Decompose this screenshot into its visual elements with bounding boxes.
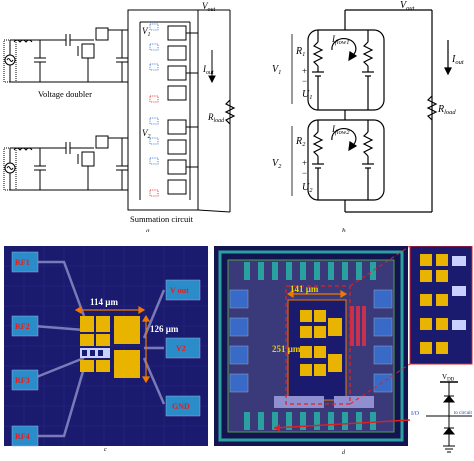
core-block-c	[80, 316, 140, 378]
panel-d-layout: 141 µm 251 µm	[214, 245, 474, 456]
u2-label: U2	[302, 182, 313, 194]
rf-pads	[11, 251, 39, 447]
panel-a-svg: Vout V1 V2 Iout Rload Voltage doubler Su…	[3, 1, 236, 235]
v2-label: V2	[142, 128, 151, 140]
summation-box	[127, 9, 199, 211]
zoom-box	[285, 285, 351, 405]
v2-label-b: V2	[272, 158, 282, 170]
iflow1-label: Iflow1	[331, 34, 349, 46]
minus-1: −	[302, 76, 307, 86]
caption-c: c	[104, 447, 107, 452]
cell-2	[307, 119, 385, 201]
iout-label-b: Iout	[451, 54, 464, 66]
rload-resistor-b	[426, 95, 438, 121]
summation-label: Summation circuit	[130, 214, 194, 224]
r2-label: R2	[295, 136, 306, 148]
rload-resistor	[224, 99, 236, 125]
gnd-pad-label: GND	[172, 402, 190, 411]
panel-d-svg: 141 µm 251 µm	[214, 245, 473, 456]
plus-2: +	[302, 158, 307, 168]
dim-width-d: 141 µm	[290, 284, 319, 294]
caption-d: d	[342, 450, 346, 456]
vout-label-b: Vout	[400, 0, 415, 12]
gnd-pad	[165, 395, 201, 417]
caption-a: a	[146, 227, 150, 232]
rf1-label: RF1	[15, 258, 30, 267]
panel-c-svg: 114 µm 126 µm RF1 RF2 RF3 RF4 V out V2 G…	[4, 246, 208, 453]
panel-c-layout: 114 µm 126 µm RF1 RF2 RF3 RF4 V out V2 G…	[4, 246, 208, 453]
zoom-inset	[409, 245, 473, 365]
v1-label: V1	[142, 26, 151, 38]
v2-pad-label: V2	[176, 344, 186, 353]
rf3-label: RF3	[15, 376, 30, 385]
vout-pad	[165, 279, 201, 301]
rf2-label: RF2	[15, 322, 30, 331]
caption-b: b	[342, 227, 346, 232]
minus-2: −	[302, 168, 307, 178]
rf4-label: RF4	[15, 432, 30, 441]
cell-1	[307, 29, 385, 111]
u1-label: U1	[302, 89, 312, 101]
dim-height-c: 126 µm	[150, 324, 179, 334]
voltage-doubler-label: Voltage doubler	[38, 89, 92, 99]
dim-height-d: 251 µm	[272, 344, 301, 354]
vout-label: Vout	[202, 1, 216, 13]
iflow2-label: Iflow2	[331, 124, 350, 136]
dim-width-c: 114 µm	[90, 297, 118, 307]
rload-label-b: Rload	[437, 104, 456, 116]
iout-label: Iout	[202, 64, 214, 76]
v2-pad	[165, 337, 201, 359]
v1-label-b: V1	[272, 64, 281, 76]
vout-pad-label: V out	[170, 286, 189, 295]
rload-label: Rload	[207, 112, 225, 124]
to-circuit-label: to circuit	[454, 411, 473, 416]
panel-b-circuit: Vout R1 U1 V1 Iflow1 R2 U2 V2 Iflow2 Iou…	[250, 0, 474, 235]
io-label: I/O	[411, 411, 420, 417]
panel-b-svg: Vout R1 U1 V1 Iflow1 R2 U2 V2 Iflow2 Iou…	[272, 0, 464, 235]
esd-schematic	[410, 370, 472, 454]
panel-a-circuit: Vout V1 V2 Iout Rload Voltage doubler Su…	[0, 0, 240, 235]
iflow2-arrow	[331, 128, 357, 147]
r1-resistor	[312, 41, 324, 67]
iflow1-arrow	[331, 38, 357, 57]
io-arrow	[273, 419, 411, 429]
plus-1: +	[302, 66, 307, 76]
vdd-label: VDD	[442, 373, 455, 383]
r1-label: R1	[295, 46, 305, 58]
